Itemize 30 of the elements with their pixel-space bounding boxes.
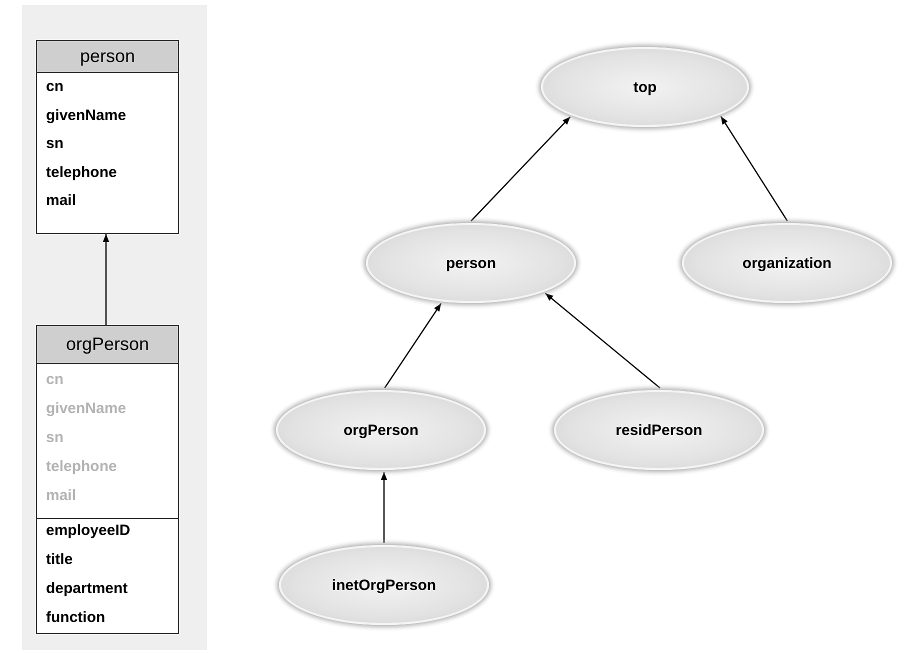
attribute: givenName — [46, 106, 126, 124]
arrow — [544, 292, 660, 388]
inherited-attribute: mail — [46, 487, 76, 505]
class-name: residPerson — [616, 422, 702, 438]
class-name: top — [633, 78, 657, 96]
class-name: person — [37, 41, 178, 73]
class-name: person — [446, 254, 496, 272]
attribute: department — [46, 580, 128, 598]
class-name: organization — [742, 254, 832, 272]
attribute: employeeID — [46, 522, 130, 540]
inherited-attribute: cn — [46, 371, 64, 389]
arrow — [720, 116, 788, 222]
attribute: cn — [46, 78, 64, 96]
arrow — [470, 116, 571, 222]
arrow — [102, 234, 110, 325]
inherited-attribute: givenName — [46, 400, 126, 418]
arrow — [380, 472, 388, 543]
class-box — [36, 325, 179, 634]
class-box — [36, 40, 179, 234]
inherited-attribute: sn — [46, 429, 64, 447]
class-name: orgPerson — [343, 422, 418, 438]
attribute: title — [46, 551, 73, 569]
attribute: telephone — [46, 164, 117, 182]
attribute: sn — [46, 135, 64, 153]
class-name: orgPerson — [37, 326, 178, 364]
class-name: inetOrgPerson — [332, 576, 436, 594]
attribute: mail — [46, 192, 76, 210]
inherited-attribute: telephone — [46, 458, 117, 476]
arrow — [384, 302, 442, 388]
attribute: function — [46, 609, 106, 627]
